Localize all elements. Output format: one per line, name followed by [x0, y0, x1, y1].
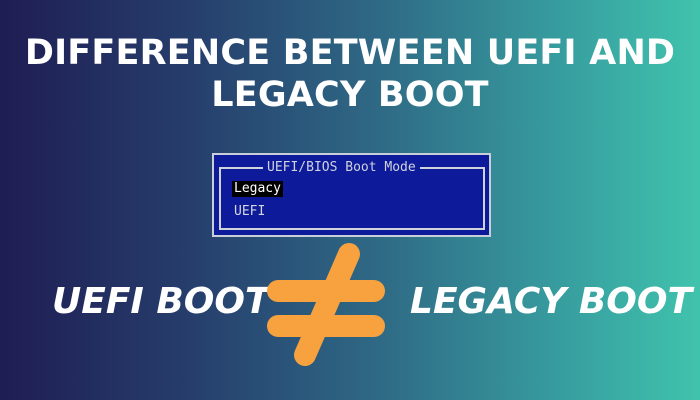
- bios-boot-mode-screenshot: UEFI/BIOS Boot Mode Legacy UEFI: [212, 153, 491, 237]
- bios-option-uefi[interactable]: UEFI: [234, 204, 266, 219]
- bios-dialog-title: UEFI/BIOS Boot Mode: [263, 160, 420, 176]
- title-line-1: DIFFERENCE BETWEEN UEFI AND: [24, 33, 676, 73]
- page-title: DIFFERENCE BETWEEN UEFI AND LEGACY BOOT: [0, 32, 700, 116]
- legacy-boot-label: LEGACY BOOT: [410, 281, 693, 322]
- uefi-boot-label: UEFI BOOT: [52, 281, 270, 322]
- not-equal-slash: [294, 243, 360, 366]
- not-equal-icon: [267, 243, 385, 366]
- bios-option-legacy[interactable]: Legacy: [232, 181, 283, 197]
- bios-boot-mode-dialog: UEFI/BIOS Boot Mode Legacy UEFI: [219, 160, 485, 230]
- title-line-2: LEGACY BOOT: [211, 75, 489, 115]
